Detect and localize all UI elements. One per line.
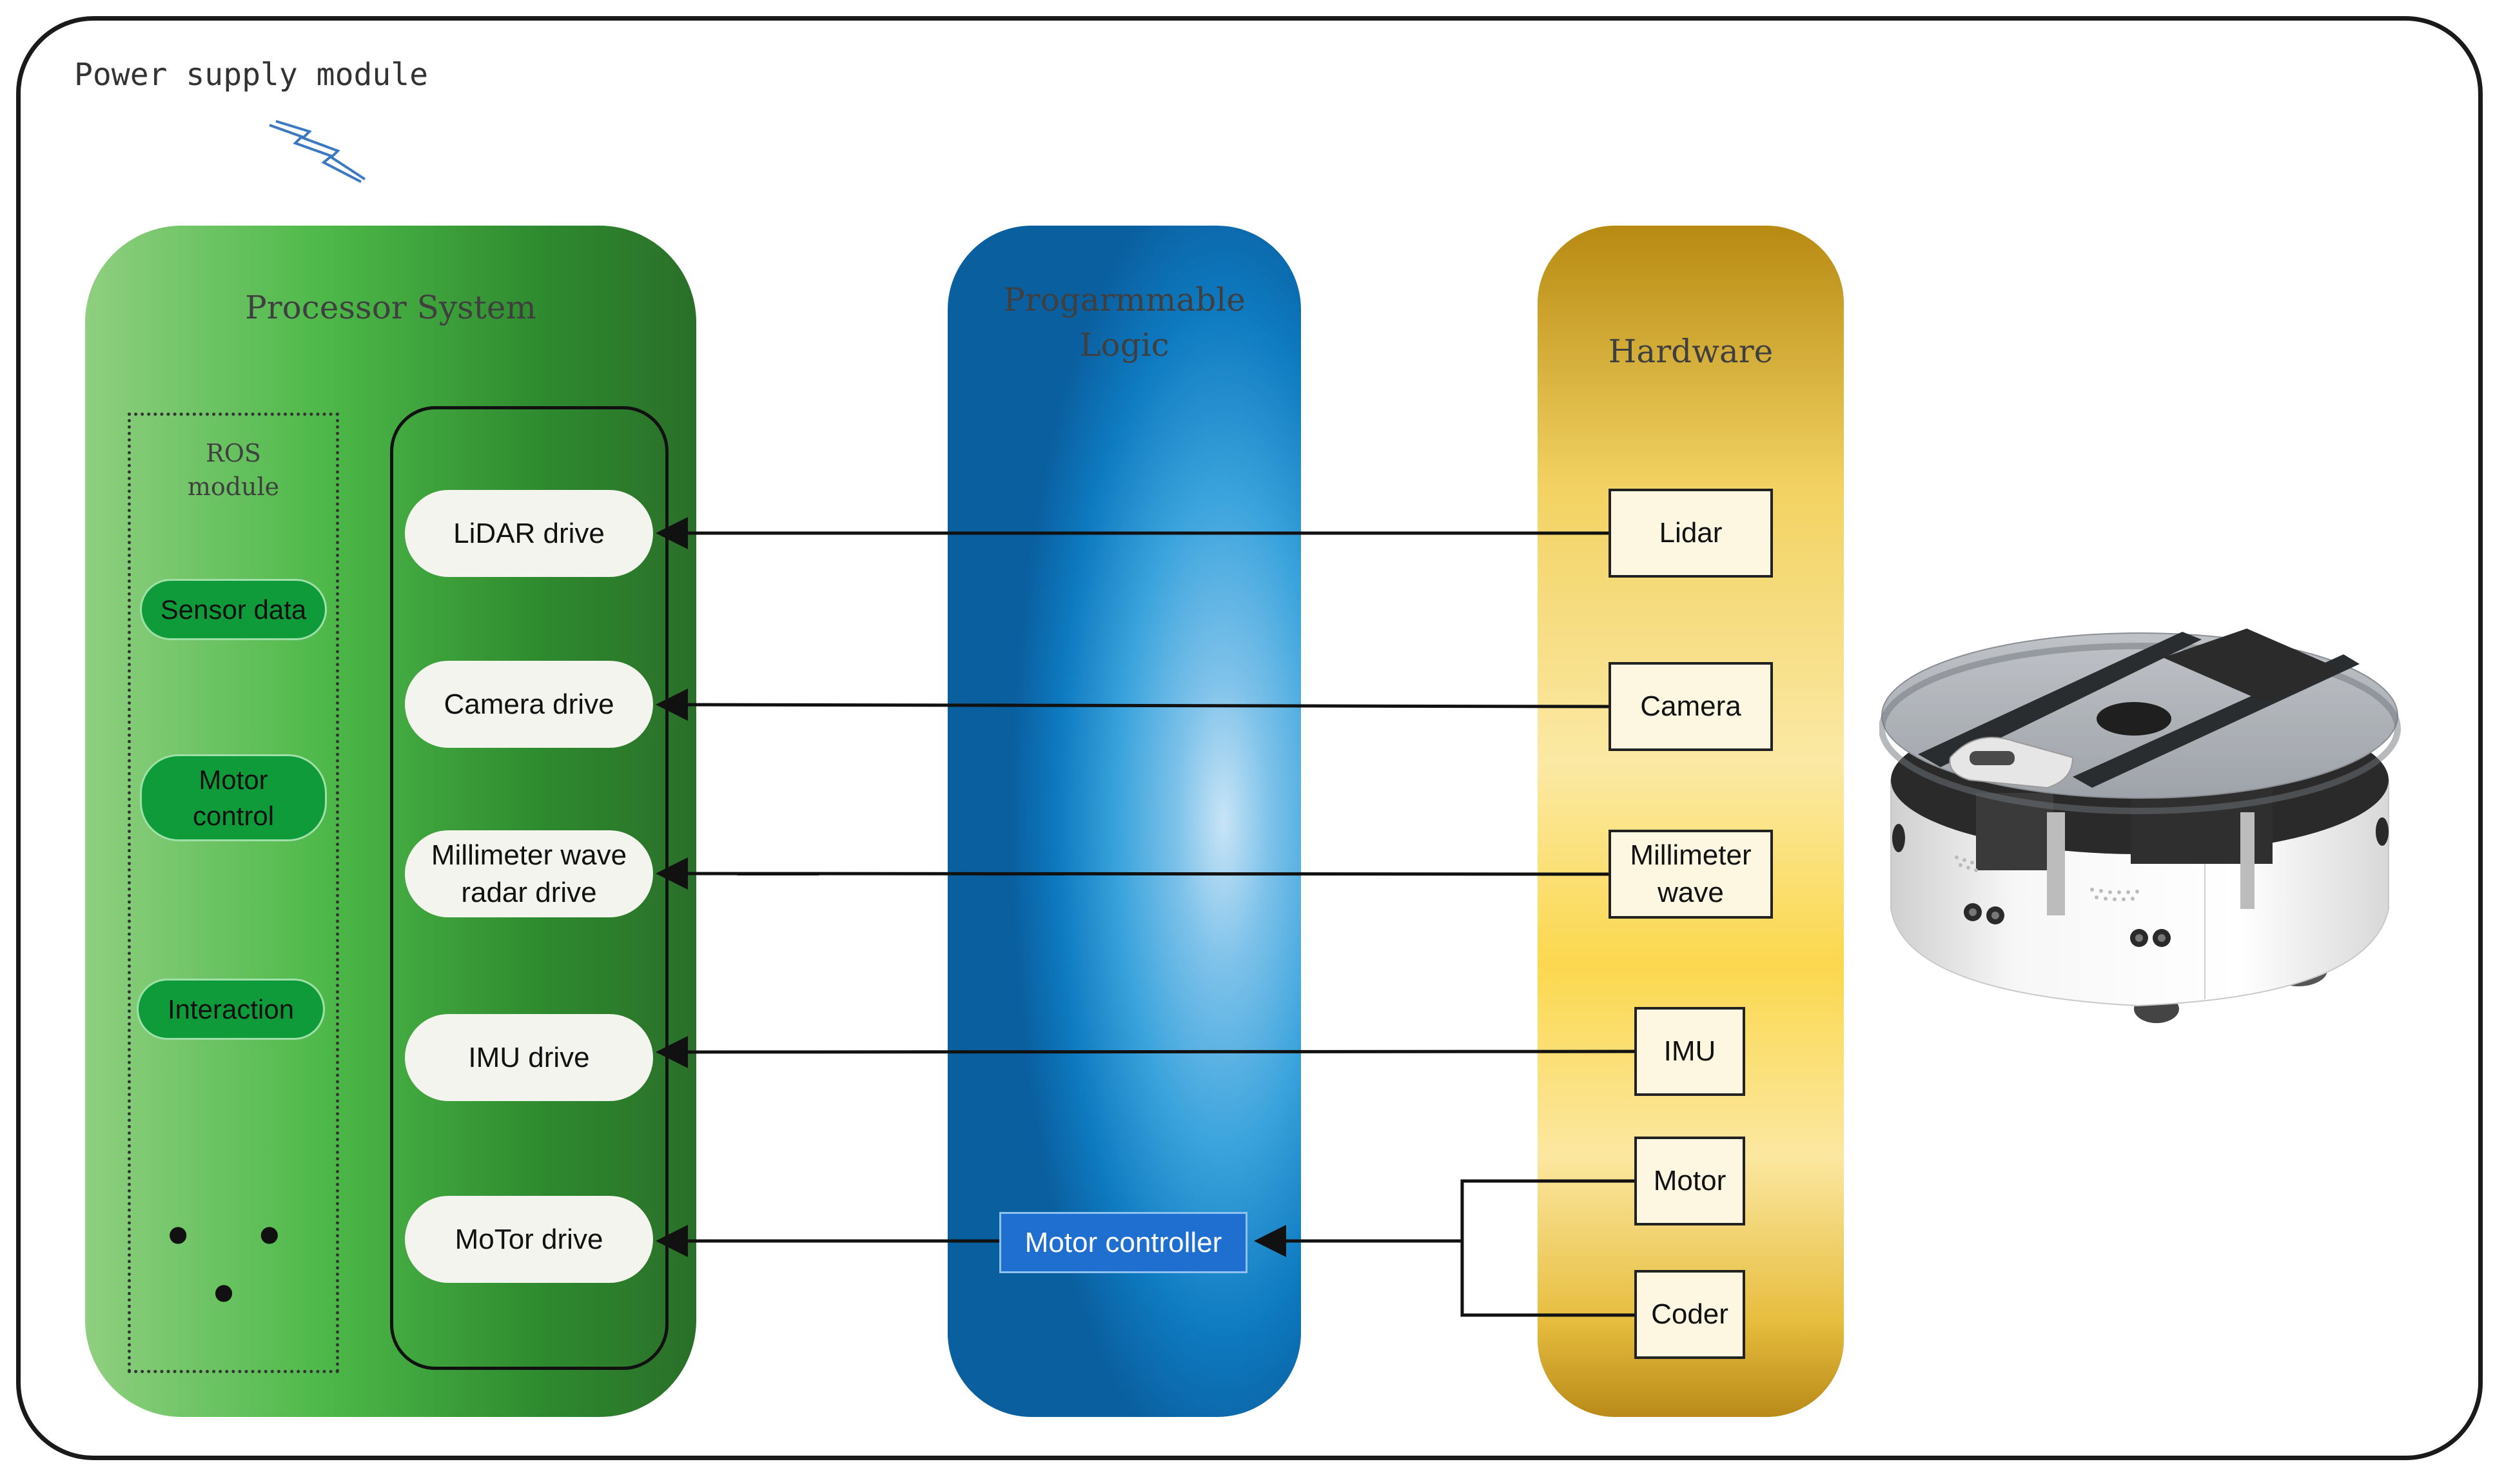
lightning-icon (269, 120, 366, 183)
wire-motor-branch (1460, 1179, 1634, 1317)
outer-frame (16, 16, 2483, 1460)
hardware-lidar: Lidar (1609, 489, 1773, 578)
robot-chassis-image (1879, 629, 2401, 1023)
ros-module: ROS module • • • (128, 413, 339, 1373)
ros-item-sensor-data: Sensor data (140, 579, 327, 640)
processor-system-title: Processor System (245, 289, 536, 326)
hardware-imu: IMU (1634, 1007, 1745, 1096)
hardware-camera: Camera (1609, 662, 1773, 751)
driver-camera: Camera drive (405, 661, 653, 748)
driver-imu: IMU drive (405, 1014, 653, 1101)
programmable-logic-title: Progarmmable Logic (1003, 281, 1246, 364)
hardware-title: Hardware (1608, 333, 1774, 370)
arrow-camera-to-driver (656, 688, 1609, 721)
hardware-coder: Coder (1634, 1270, 1745, 1359)
ros-item-interaction: Interaction (137, 979, 325, 1040)
power-supply-label: Power supply module (74, 57, 429, 93)
ros-item-motor-control: Motor control (140, 754, 327, 841)
hardware-millimeter-wave: Millimeter wave (1609, 830, 1773, 919)
arrow-imu-to-driver (656, 1035, 1635, 1068)
motor-controller: Motor controller (999, 1212, 1247, 1273)
driver-motor: MoTor drive (405, 1196, 653, 1283)
driver-millimeter-wave-radar: Millimeter wave radar drive (405, 830, 653, 917)
driver-lidar: LiDAR drive (405, 490, 653, 577)
ros-module-ellipsis: • • • (161, 1204, 306, 1329)
hardware-motor: Motor (1634, 1137, 1745, 1225)
ros-module-title: ROS module (187, 439, 280, 501)
